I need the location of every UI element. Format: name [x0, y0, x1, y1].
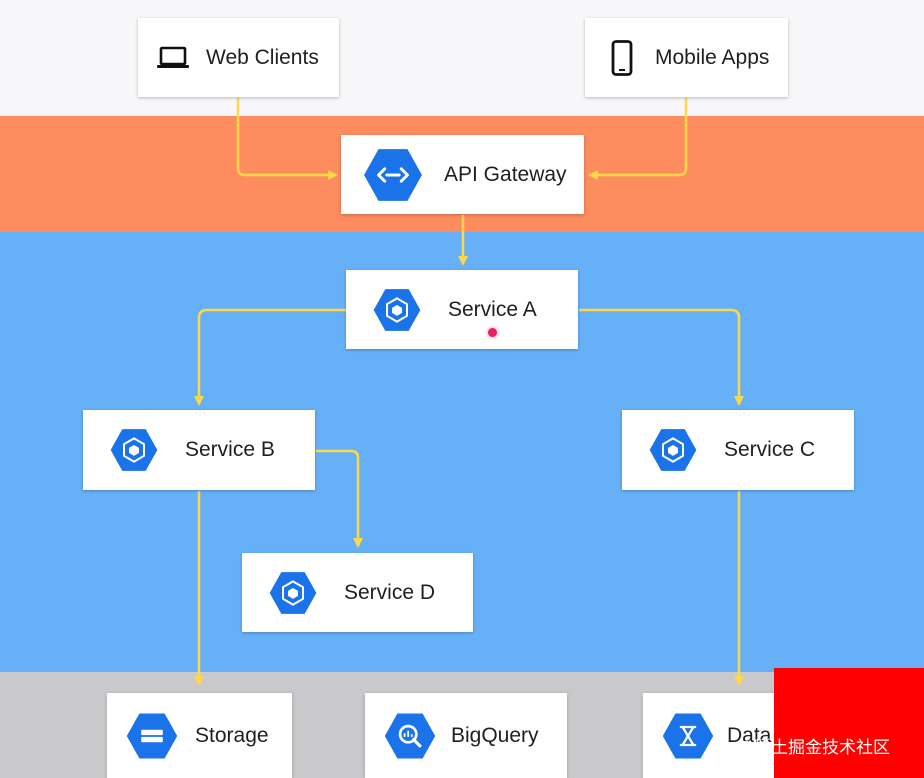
cursor-pointer — [488, 328, 497, 337]
bigquery-label: BigQuery — [451, 723, 539, 747]
laptop-icon — [157, 46, 189, 68]
storage-icon — [126, 713, 178, 758]
bigquery-icon — [384, 713, 436, 758]
mobile-apps-label: Mobile Apps — [655, 45, 770, 69]
web-clients-node[interactable]: Web Clients — [138, 18, 339, 97]
datastore-icon — [662, 713, 714, 758]
kubernetes-engine-icon — [649, 429, 697, 471]
kubernetes-engine-icon — [373, 288, 421, 331]
service-c-label: Service C — [724, 438, 816, 461]
datastore-label: Data — [727, 723, 772, 747]
service-b-node[interactable]: Service B — [83, 410, 315, 490]
smartphone-icon — [611, 39, 633, 76]
kubernetes-engine-icon — [269, 571, 317, 614]
mobile-apps-node[interactable]: Mobile Apps — [585, 18, 788, 97]
service-d-label: Service D — [344, 580, 436, 604]
api-gateway-node[interactable]: API Gateway — [341, 135, 584, 214]
api-gateway-icon — [364, 148, 422, 201]
storage-node[interactable]: Storage — [107, 693, 292, 778]
service-c-node[interactable]: Service C — [622, 410, 854, 490]
api-gateway-label: API Gateway — [444, 162, 567, 186]
kubernetes-engine-icon — [110, 429, 158, 471]
watermark-text: @稀土掘金技术社区 — [737, 738, 890, 758]
bigquery-node[interactable]: BigQuery — [365, 693, 567, 778]
watermark-box — [774, 668, 924, 778]
service-b-label: Service B — [185, 438, 275, 461]
storage-label: Storage — [195, 723, 269, 747]
service-d-node[interactable]: Service D — [242, 553, 473, 632]
web-clients-label: Web Clients — [206, 45, 319, 69]
service-a-label: Service A — [448, 297, 537, 321]
service-a-node[interactable]: Service A — [346, 270, 578, 349]
